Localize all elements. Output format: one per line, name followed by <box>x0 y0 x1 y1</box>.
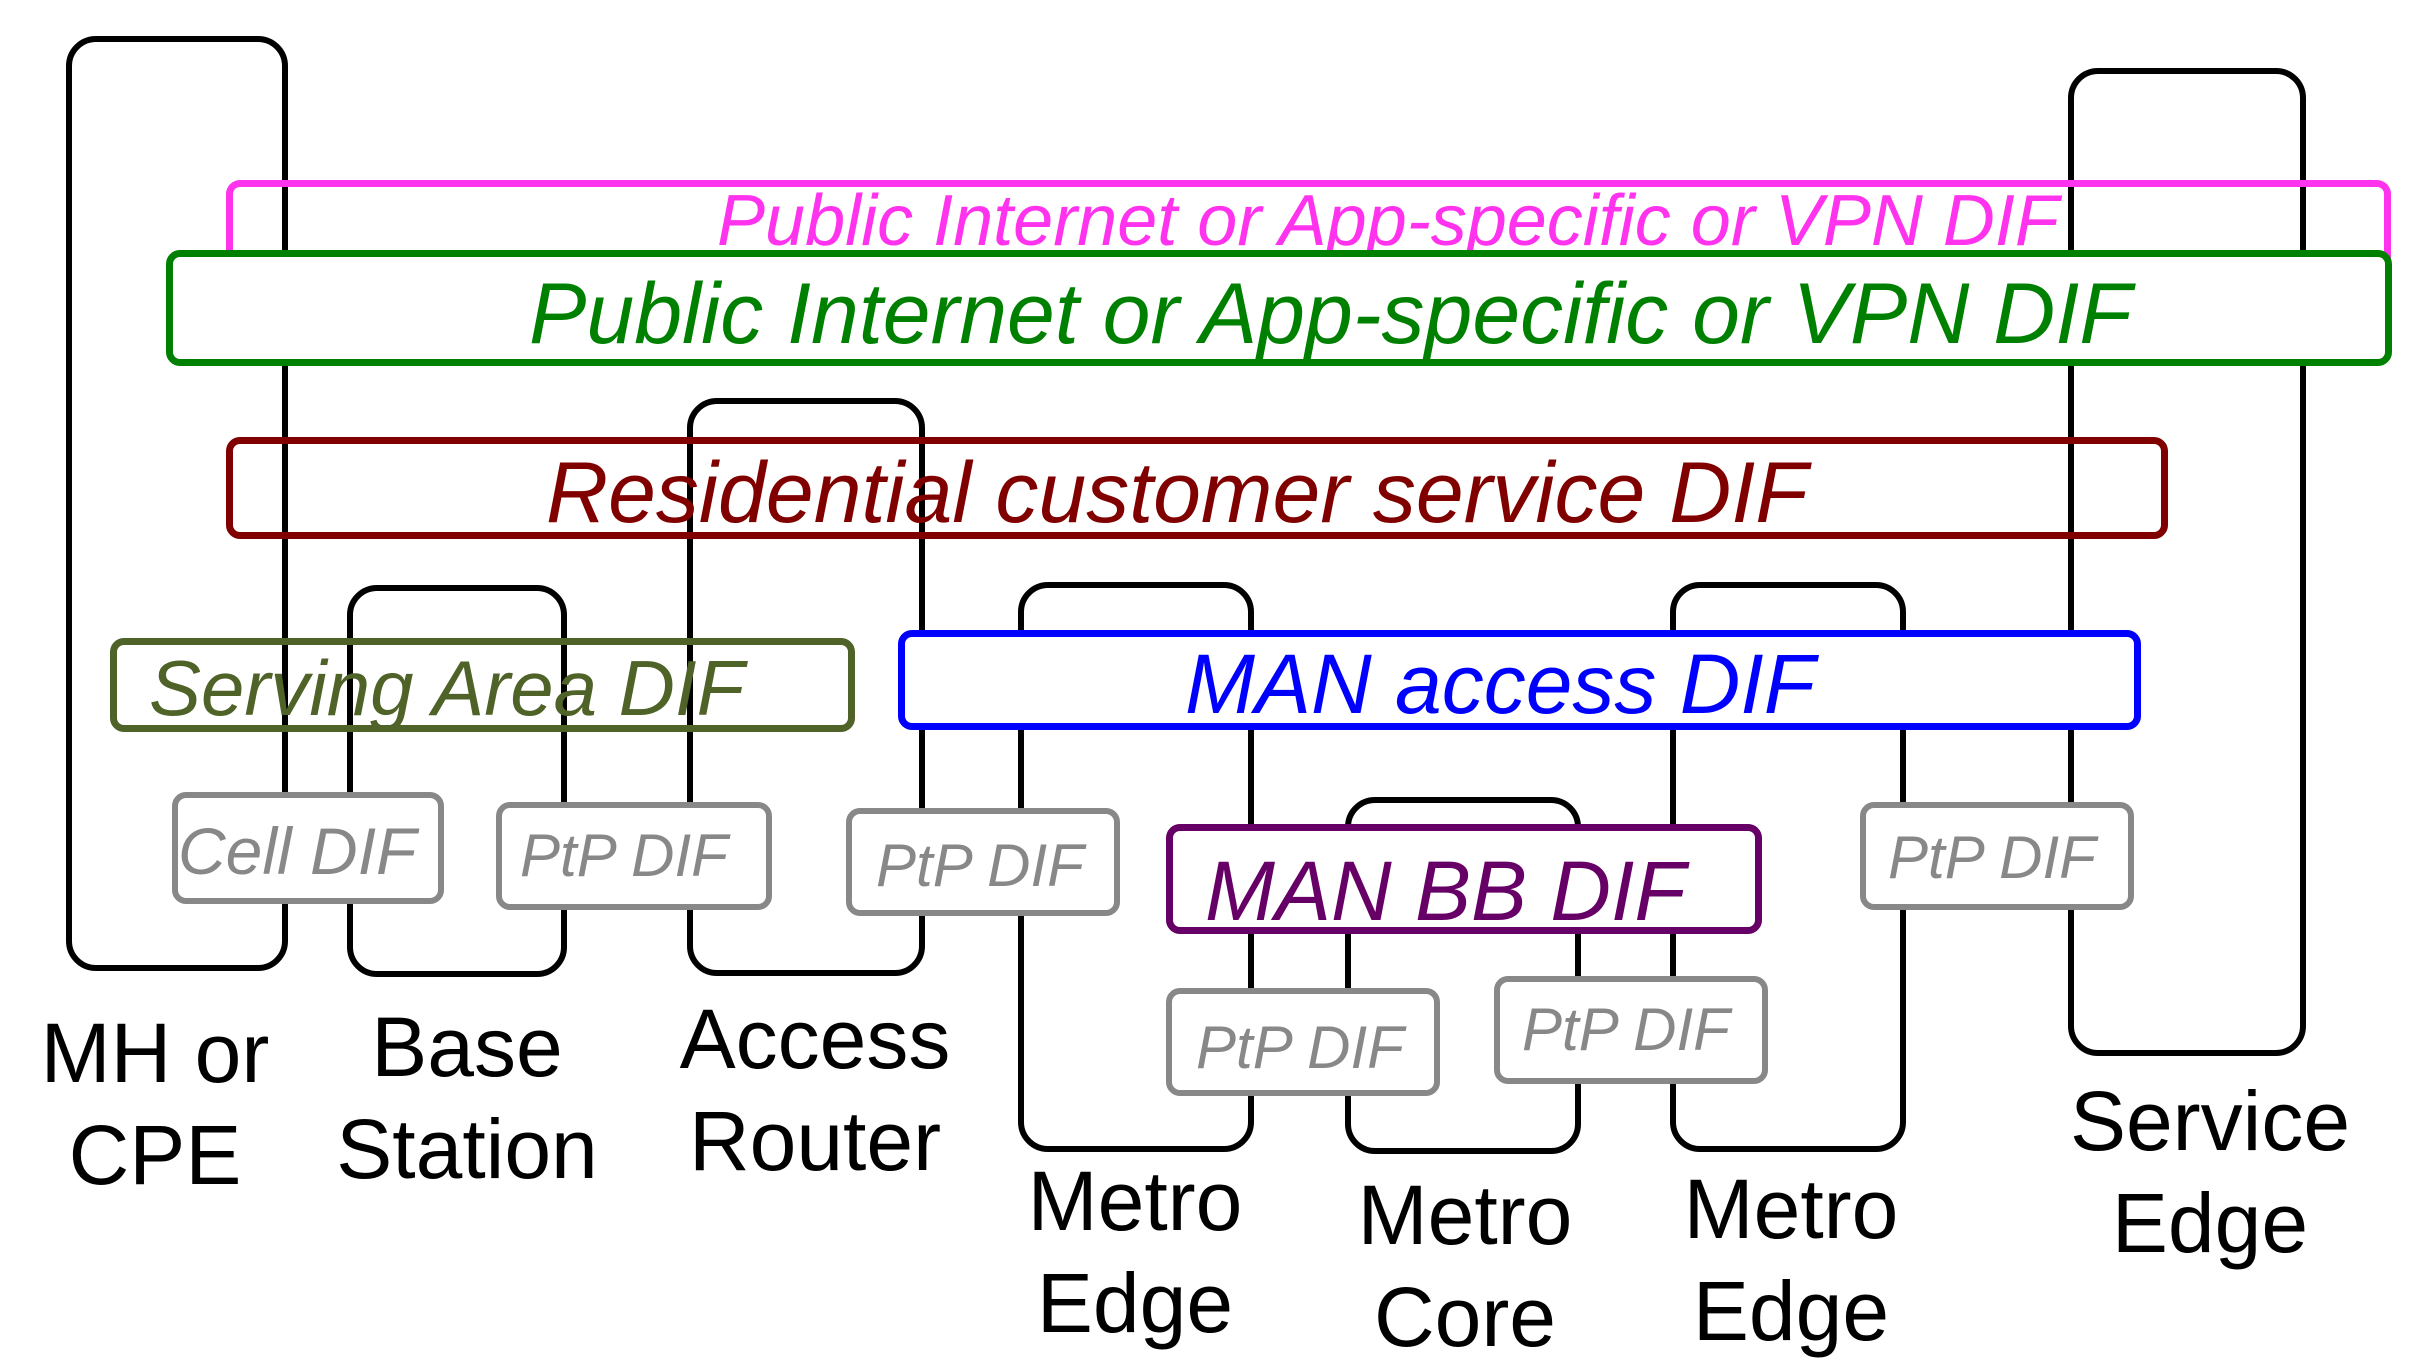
dif-cell-label: Cell DIF <box>178 814 417 888</box>
dif-public-top: Public Internet or App-specific or VPN D… <box>226 180 2391 260</box>
label-metro-edge-right: Metro Edge <box>1656 1158 1926 1362</box>
label-access-router-line2: Router <box>688 1094 942 1188</box>
label-metro-core: Metro Core <box>1330 1164 1600 1368</box>
label-mh-cpe-line1: MH or <box>40 1006 270 1100</box>
dif-ptp-4-label: PtP DIF <box>1196 1014 1404 1081</box>
label-metro-edge-left-line1: Metro <box>1027 1154 1243 1248</box>
label-metro-edge-right-line1: Metro <box>1683 1162 1899 1256</box>
dif-cell: Cell DIF <box>172 792 444 904</box>
node-metro-core <box>1345 797 1581 1154</box>
label-metro-core-line2: Core <box>1373 1270 1557 1364</box>
label-service-edge: Service Edge <box>2050 1070 2370 1274</box>
label-metro-edge-right-line2: Edge <box>1692 1264 1890 1358</box>
label-metro-edge-left: Metro Edge <box>1000 1150 1270 1354</box>
dif-ptp-4: PtP DIF <box>1166 988 1440 1096</box>
dif-serving-area: Serving Area DIF <box>110 638 855 732</box>
label-base-station-line1: Base <box>371 1000 563 1094</box>
dif-ptp-3: PtP DIF <box>1860 802 2134 910</box>
dif-public-main: Public Internet or App-specific or VPN D… <box>166 250 2392 366</box>
dif-residential: Residential customer service DIF <box>226 437 2168 539</box>
label-metro-core-line1: Metro <box>1357 1168 1573 1262</box>
dif-public-top-label: Public Internet or App-specific or VPN D… <box>717 181 2059 261</box>
dif-man-bb-label: MAN BB DIF <box>1205 844 1686 938</box>
label-access-router: Access Router <box>665 988 965 1192</box>
label-base-station-line2: Station <box>336 1102 598 1196</box>
dif-ptp-2: PtP DIF <box>846 808 1120 916</box>
dif-ptp-3-label: PtP DIF <box>1888 824 2096 891</box>
dif-ptp-1-label: PtP DIF <box>520 822 728 889</box>
label-mh-cpe: MH or CPE <box>20 1002 290 1206</box>
label-service-edge-line2: Edge <box>2111 1176 2309 1270</box>
dif-ptp-5-label: PtP DIF <box>1522 996 1730 1063</box>
dif-ptp-1: PtP DIF <box>496 802 772 910</box>
dif-man-access-label: MAN access DIF <box>1185 637 1816 731</box>
label-mh-cpe-line2: CPE <box>68 1108 242 1202</box>
dif-ptp-2-label: PtP DIF <box>876 832 1084 899</box>
dif-residential-label: Residential customer service DIF <box>546 445 1808 541</box>
node-service-edge <box>2068 68 2306 1056</box>
node-mh-cpe <box>66 36 288 971</box>
label-access-router-line1: Access <box>679 992 951 1086</box>
dif-serving-area-label: Serving Area DIF <box>149 644 745 732</box>
dif-public-main-label: Public Internet or App-specific or VPN D… <box>529 266 2132 362</box>
label-base-station: Base Station <box>322 996 612 1200</box>
dif-man-access: MAN access DIF <box>898 630 2141 730</box>
label-metro-edge-left-line2: Edge <box>1036 1256 1234 1350</box>
dif-man-bb: MAN BB DIF <box>1166 824 1762 934</box>
dif-ptp-5: PtP DIF <box>1494 976 1768 1084</box>
label-service-edge-line1: Service <box>2069 1074 2351 1168</box>
node-base-station <box>347 585 567 977</box>
